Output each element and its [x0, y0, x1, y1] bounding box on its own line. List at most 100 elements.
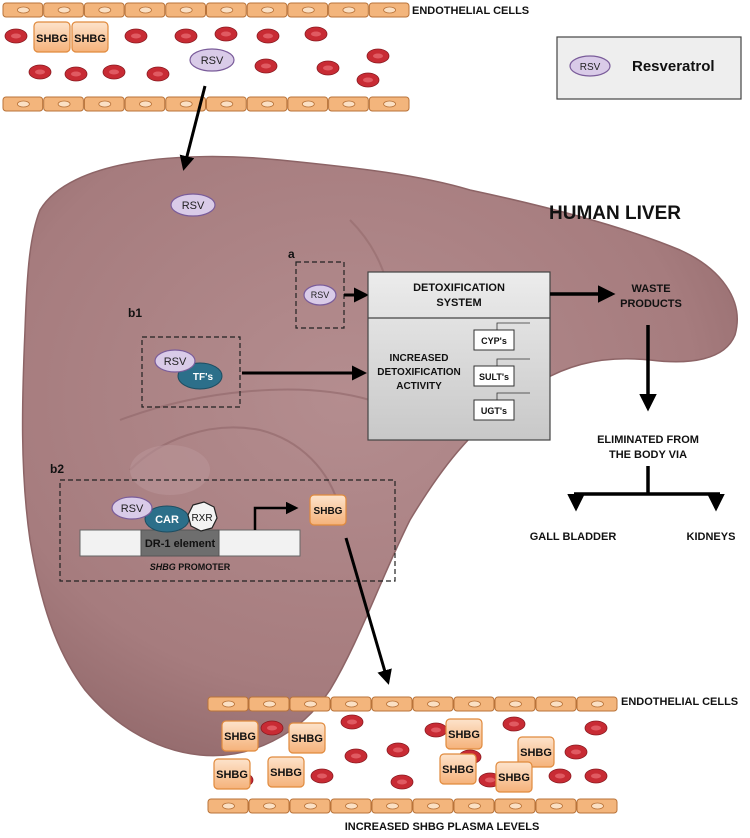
red-blood-cell-center	[555, 773, 565, 779]
cell-nucleus	[345, 700, 358, 708]
cell-nucleus	[301, 6, 315, 14]
red-blood-cell-center	[153, 71, 163, 77]
shbg-box-label: SHBG	[216, 769, 248, 781]
panel-b1-box	[141, 336, 241, 408]
red-blood-cell-center	[351, 753, 361, 759]
panel-b2-box	[59, 479, 396, 582]
promoter-suffix: PROMOTER	[176, 562, 231, 572]
red-blood-cell-center	[311, 31, 321, 37]
plasma-caption: INCREASED SHBG PLASMA LEVELS	[345, 821, 540, 833]
red-blood-cell-center	[11, 33, 21, 39]
red-blood-cell-center	[71, 71, 81, 77]
red-blood-cell-center	[509, 721, 519, 727]
cell-nucleus	[263, 802, 276, 810]
cell-nucleus	[591, 700, 604, 708]
cell-nucleus	[222, 802, 235, 810]
cell-nucleus	[179, 6, 193, 14]
cell-nucleus	[261, 6, 275, 14]
dr1-element-label: DR-1 element	[145, 538, 216, 550]
elimination-line2: THE BODY VIA	[609, 449, 687, 461]
cell-nucleus	[550, 700, 563, 708]
shbg-box	[309, 494, 347, 526]
elimination-gall-bladder: GALL BLADDER	[530, 531, 617, 543]
elimination-fork	[567, 466, 725, 512]
gene-cyp: CYP's	[473, 322, 530, 351]
red-blood-cell-center	[181, 33, 191, 39]
detox-header-line1: DETOXIFICATION	[413, 282, 505, 294]
shbg-box-label: SHBG	[291, 733, 323, 745]
red-blood-cell-center	[109, 69, 119, 75]
cell-nucleus	[509, 700, 522, 708]
legend-label: Resveratrol	[632, 58, 715, 75]
rxr-label: RXR	[191, 513, 212, 524]
cell-nucleus	[342, 100, 356, 108]
transcription-arrow	[253, 501, 299, 530]
detox-system-box: DETOXIFICATION SYSTEM INCREASED DETOXIFI…	[367, 271, 551, 441]
red-blood-cell-center	[317, 773, 327, 779]
cell-nucleus	[342, 6, 356, 14]
elimination-kidneys: KIDNEYS	[687, 531, 736, 543]
red-blood-cell-center	[35, 69, 45, 75]
rsv-molecule	[303, 284, 337, 306]
cell-nucleus	[509, 802, 522, 810]
red-blood-cell-center	[267, 725, 277, 731]
cell-nucleus	[220, 6, 234, 14]
cell-nucleus	[383, 6, 397, 14]
cell-nucleus	[57, 100, 71, 108]
cell-nucleus	[468, 802, 481, 810]
cell-nucleus	[261, 100, 275, 108]
cell-nucleus	[591, 802, 604, 810]
rsv-molecule	[111, 496, 153, 520]
shbg-box-label: SHBG	[270, 767, 302, 779]
waste-line1: WASTE	[631, 283, 670, 295]
liver-title: HUMAN LIVER	[549, 203, 681, 224]
panel-b2-label: b2	[50, 462, 64, 476]
promoter-caption: SHBG PROMOTER	[150, 562, 231, 572]
detox-activity-line1: INCREASED	[390, 353, 449, 364]
arrow-shbg-to-plasma	[344, 537, 392, 685]
shbg-box	[439, 753, 477, 785]
cell-nucleus	[222, 700, 235, 708]
gene-label: CYP's	[481, 336, 507, 346]
legend-rsv-token	[569, 55, 611, 77]
car-label: CAR	[155, 514, 179, 526]
top-vessel-label: ENDOTHELIAL CELLS	[412, 5, 529, 17]
cell-nucleus	[98, 100, 112, 108]
legend-rsv-text: RSV	[580, 62, 601, 73]
cell-nucleus	[139, 6, 152, 14]
cell-nucleus	[304, 700, 317, 708]
gene-ugt: UGT's	[473, 392, 530, 421]
red-blood-cell-center	[591, 773, 601, 779]
promoter-gene-name: SHBG	[150, 562, 176, 572]
detox-activity-line2: DETOXIFICATION	[377, 367, 461, 378]
shbg-box-label: SHBG	[520, 747, 552, 759]
red-blood-cell-center	[393, 747, 403, 753]
shbg-box	[33, 21, 71, 53]
cell-nucleus	[427, 802, 440, 810]
bottom-vessel-label: ENDOTHELIAL CELLS	[621, 696, 738, 708]
cell-nucleus	[301, 100, 315, 108]
elimination-line1: ELIMINATED FROM	[597, 434, 699, 446]
rsv-molecule	[189, 48, 235, 72]
red-blood-cell-center	[591, 725, 601, 731]
cell-nucleus	[304, 802, 317, 810]
shbg-box	[213, 758, 251, 790]
red-blood-cell-center	[397, 779, 407, 785]
cell-nucleus	[139, 100, 152, 108]
shbg-box	[517, 736, 555, 768]
red-blood-cell-center	[347, 719, 357, 725]
shbg-box-label: SHBG	[314, 506, 343, 517]
rxr-molecule	[187, 501, 218, 532]
gene-sult: SULT's	[473, 358, 530, 387]
cell-nucleus	[220, 100, 234, 108]
shbg-box-label: SHBG	[74, 33, 106, 45]
red-blood-cell-center	[485, 777, 495, 783]
detox-header-line2: SYSTEM	[436, 297, 481, 309]
shbg-box-label: SHBG	[448, 729, 480, 741]
cell-nucleus	[263, 700, 276, 708]
cell-nucleus	[550, 802, 563, 810]
top-vessel	[2, 2, 410, 112]
red-blood-cell-center	[323, 65, 333, 71]
